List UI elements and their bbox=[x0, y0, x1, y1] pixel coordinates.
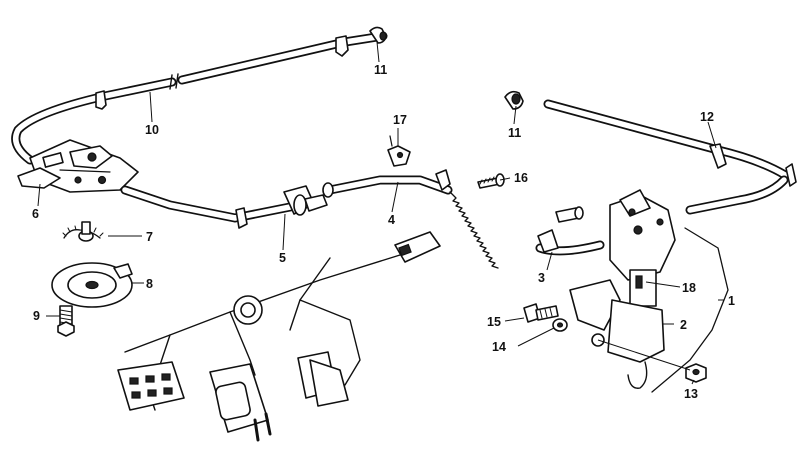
callout-15: 15 bbox=[487, 315, 501, 329]
callout-1: 1 bbox=[728, 294, 735, 308]
pin-bolt bbox=[555, 206, 584, 223]
gear-7 bbox=[62, 221, 104, 242]
tube-5 bbox=[120, 185, 328, 229]
tube-4 bbox=[322, 169, 605, 269]
callout-11-top: 11 bbox=[374, 63, 387, 77]
callout-5: 5 bbox=[279, 251, 286, 265]
callout-18: 18 bbox=[682, 281, 696, 295]
control-wire-1 bbox=[651, 227, 729, 393]
end-cap-11-right bbox=[504, 90, 524, 110]
callout-9: 9 bbox=[33, 309, 40, 323]
callout-16: 16 bbox=[514, 171, 528, 185]
nut-13 bbox=[685, 363, 707, 383]
tube-12 bbox=[543, 99, 797, 215]
latch-6 bbox=[17, 139, 139, 193]
callout-12: 12 bbox=[700, 110, 714, 124]
callout-3: 3 bbox=[538, 271, 545, 285]
callout-14: 14 bbox=[492, 340, 506, 354]
callout-10: 10 bbox=[145, 123, 159, 137]
callout-6: 6 bbox=[32, 207, 39, 221]
callouts: 11 10 6 7 8 9 5 4 17 16 11 12 3 18 1 2 1… bbox=[32, 63, 735, 401]
tube-10 bbox=[11, 31, 388, 165]
disc-8 bbox=[51, 262, 133, 308]
washer-14 bbox=[552, 318, 568, 332]
actuator-assembly bbox=[569, 189, 676, 389]
screw-16 bbox=[477, 173, 505, 189]
callout-13: 13 bbox=[684, 387, 698, 401]
callout-4: 4 bbox=[388, 213, 395, 227]
leader-lines bbox=[37, 41, 724, 385]
end-cap-11-top bbox=[369, 26, 387, 44]
bracket-17 bbox=[387, 135, 411, 167]
screw-15 bbox=[523, 303, 559, 323]
callout-8: 8 bbox=[146, 277, 153, 291]
callout-11-right: 11 bbox=[508, 126, 521, 140]
callout-2: 2 bbox=[680, 318, 687, 332]
callout-17: 17 bbox=[393, 113, 407, 127]
bolt-9 bbox=[57, 305, 75, 337]
wiring-harness bbox=[117, 231, 441, 442]
callout-7: 7 bbox=[146, 230, 153, 244]
